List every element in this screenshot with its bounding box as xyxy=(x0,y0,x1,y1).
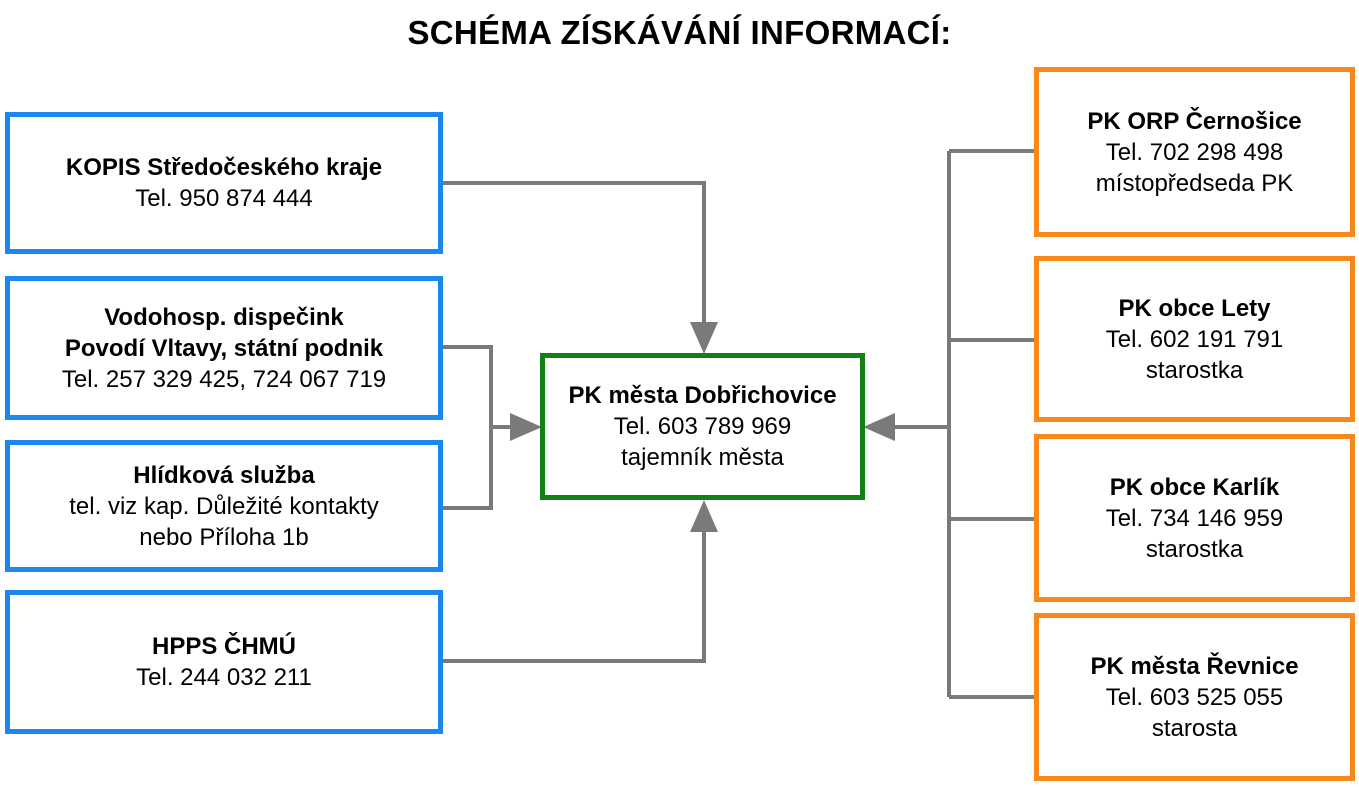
connector-vodohosp xyxy=(441,345,493,510)
box-name: PK města Řevnice xyxy=(1090,652,1299,680)
center-phone: Tel. 603 789 969 xyxy=(613,413,792,440)
box-phone: Tel. 603 525 055 xyxy=(1105,683,1284,711)
box-role: místopředseda PK xyxy=(1095,169,1294,197)
box-name-line2: Povodí Vltavy, státní podnik xyxy=(64,334,384,362)
diagram-title: SCHÉMA ZÍSKÁVÁNÍ INFORMACÍ: xyxy=(407,14,952,51)
source-box-kopis: KOPIS Středočeského kraje Tel. 950 874 4… xyxy=(5,112,443,254)
box-name: PK obce Lety xyxy=(1118,294,1271,322)
box-name: PK ORP Černošice xyxy=(1087,107,1302,135)
arrowhead-right xyxy=(863,413,895,441)
source-box-hpps: HPPS ČHMÚ Tel. 244 032 211 xyxy=(5,590,443,734)
box-name: KOPIS Středočeského kraje xyxy=(65,154,383,181)
box-role: starostka xyxy=(1145,356,1244,384)
center-box-dobrichovice: PK města Dobřichovice Tel. 603 789 969 t… xyxy=(540,353,865,500)
target-box-cernosice: PK ORP Černošice Tel. 702 298 498 místop… xyxy=(1034,67,1355,237)
target-box-revnice: PK města Řevnice Tel. 603 525 055 staros… xyxy=(1034,613,1355,781)
arrowhead-top xyxy=(690,322,718,354)
connector-kopis xyxy=(441,181,706,322)
box-name: PK obce Karlík xyxy=(1109,473,1280,501)
center-role: tajemník města xyxy=(621,444,784,471)
box-phone: Tel. 734 146 959 xyxy=(1105,504,1284,532)
box-phone: Tel. 702 298 498 xyxy=(1105,138,1284,166)
box-phone: Tel. 257 329 425, 724 067 719 xyxy=(61,365,387,393)
box-note: tel. viz kap. Důležité kontakty xyxy=(69,492,379,520)
box-phone: Tel. 602 191 791 xyxy=(1105,325,1284,353)
box-role: starosta xyxy=(1151,714,1238,742)
arrowhead-left xyxy=(510,413,542,441)
box-name: Vodohosp. dispečink xyxy=(104,303,344,331)
target-box-karlik: PK obce Karlík Tel. 734 146 959 starostk… xyxy=(1034,434,1355,602)
box-role: starostka xyxy=(1145,535,1244,563)
source-box-vodohosp: Vodohosp. dispečink Povodí Vltavy, státn… xyxy=(5,276,443,420)
box-phone: Tel. 244 032 211 xyxy=(136,664,312,691)
source-box-hlidkova: Hlídková služba tel. viz kap. Důležité k… xyxy=(5,440,443,572)
center-name: PK města Dobřichovice xyxy=(568,382,837,409)
box-phone: Tel. 950 874 444 xyxy=(135,185,313,212)
target-box-lety: PK obce Lety Tel. 602 191 791 starostka xyxy=(1034,256,1355,422)
box-name: HPPS ČHMÚ xyxy=(151,633,296,660)
arrowhead-bottom xyxy=(690,500,718,532)
box-name: Hlídková služba xyxy=(133,461,315,489)
connector-hpps xyxy=(441,532,706,663)
box-note-line2: nebo Příloha 1b xyxy=(139,523,309,551)
